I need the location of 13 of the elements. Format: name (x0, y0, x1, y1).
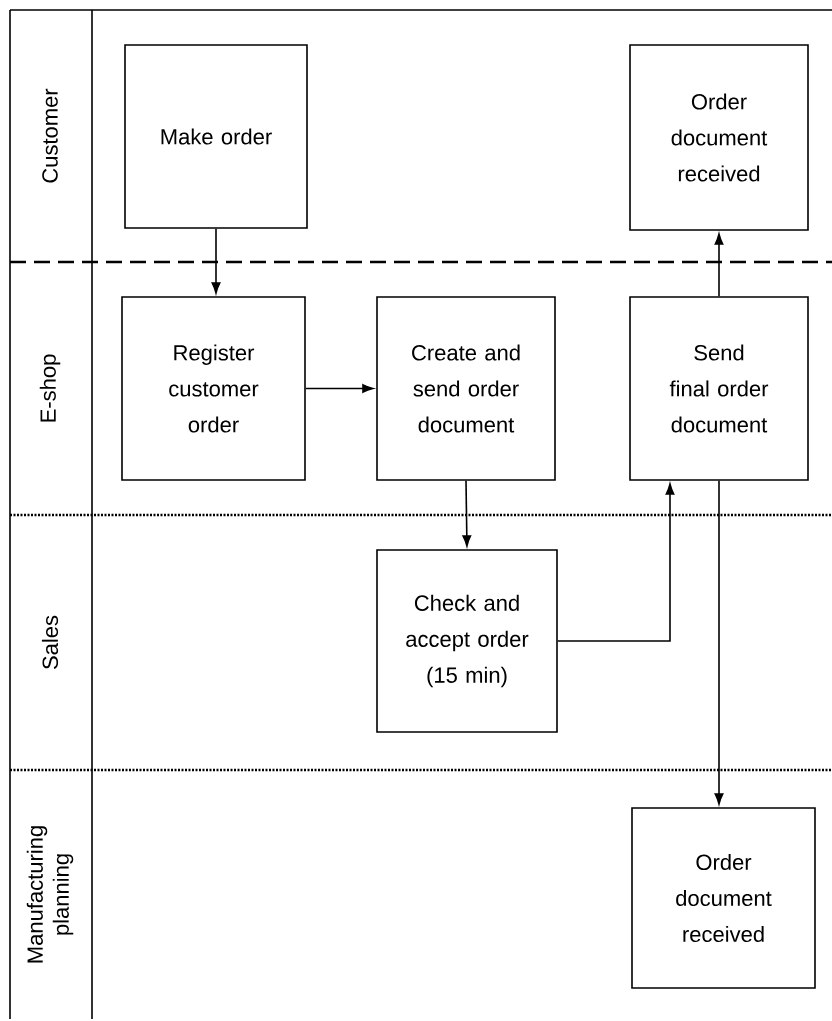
process-box: Make order (124, 44, 308, 229)
arrow (557, 483, 675, 642)
process-box: Register customer order (121, 296, 306, 481)
arrow (714, 233, 724, 297)
arrow (211, 228, 221, 294)
arrow (714, 480, 724, 805)
process-box: Create and send order document (376, 296, 556, 481)
process-box: Check and accept order (15 min) (376, 549, 558, 733)
process-box: Send final order document (629, 296, 809, 481)
arrow (305, 384, 374, 393)
process-box: Order document received (631, 807, 816, 989)
arrow (462, 480, 472, 547)
process-box: Order document received (629, 44, 809, 231)
